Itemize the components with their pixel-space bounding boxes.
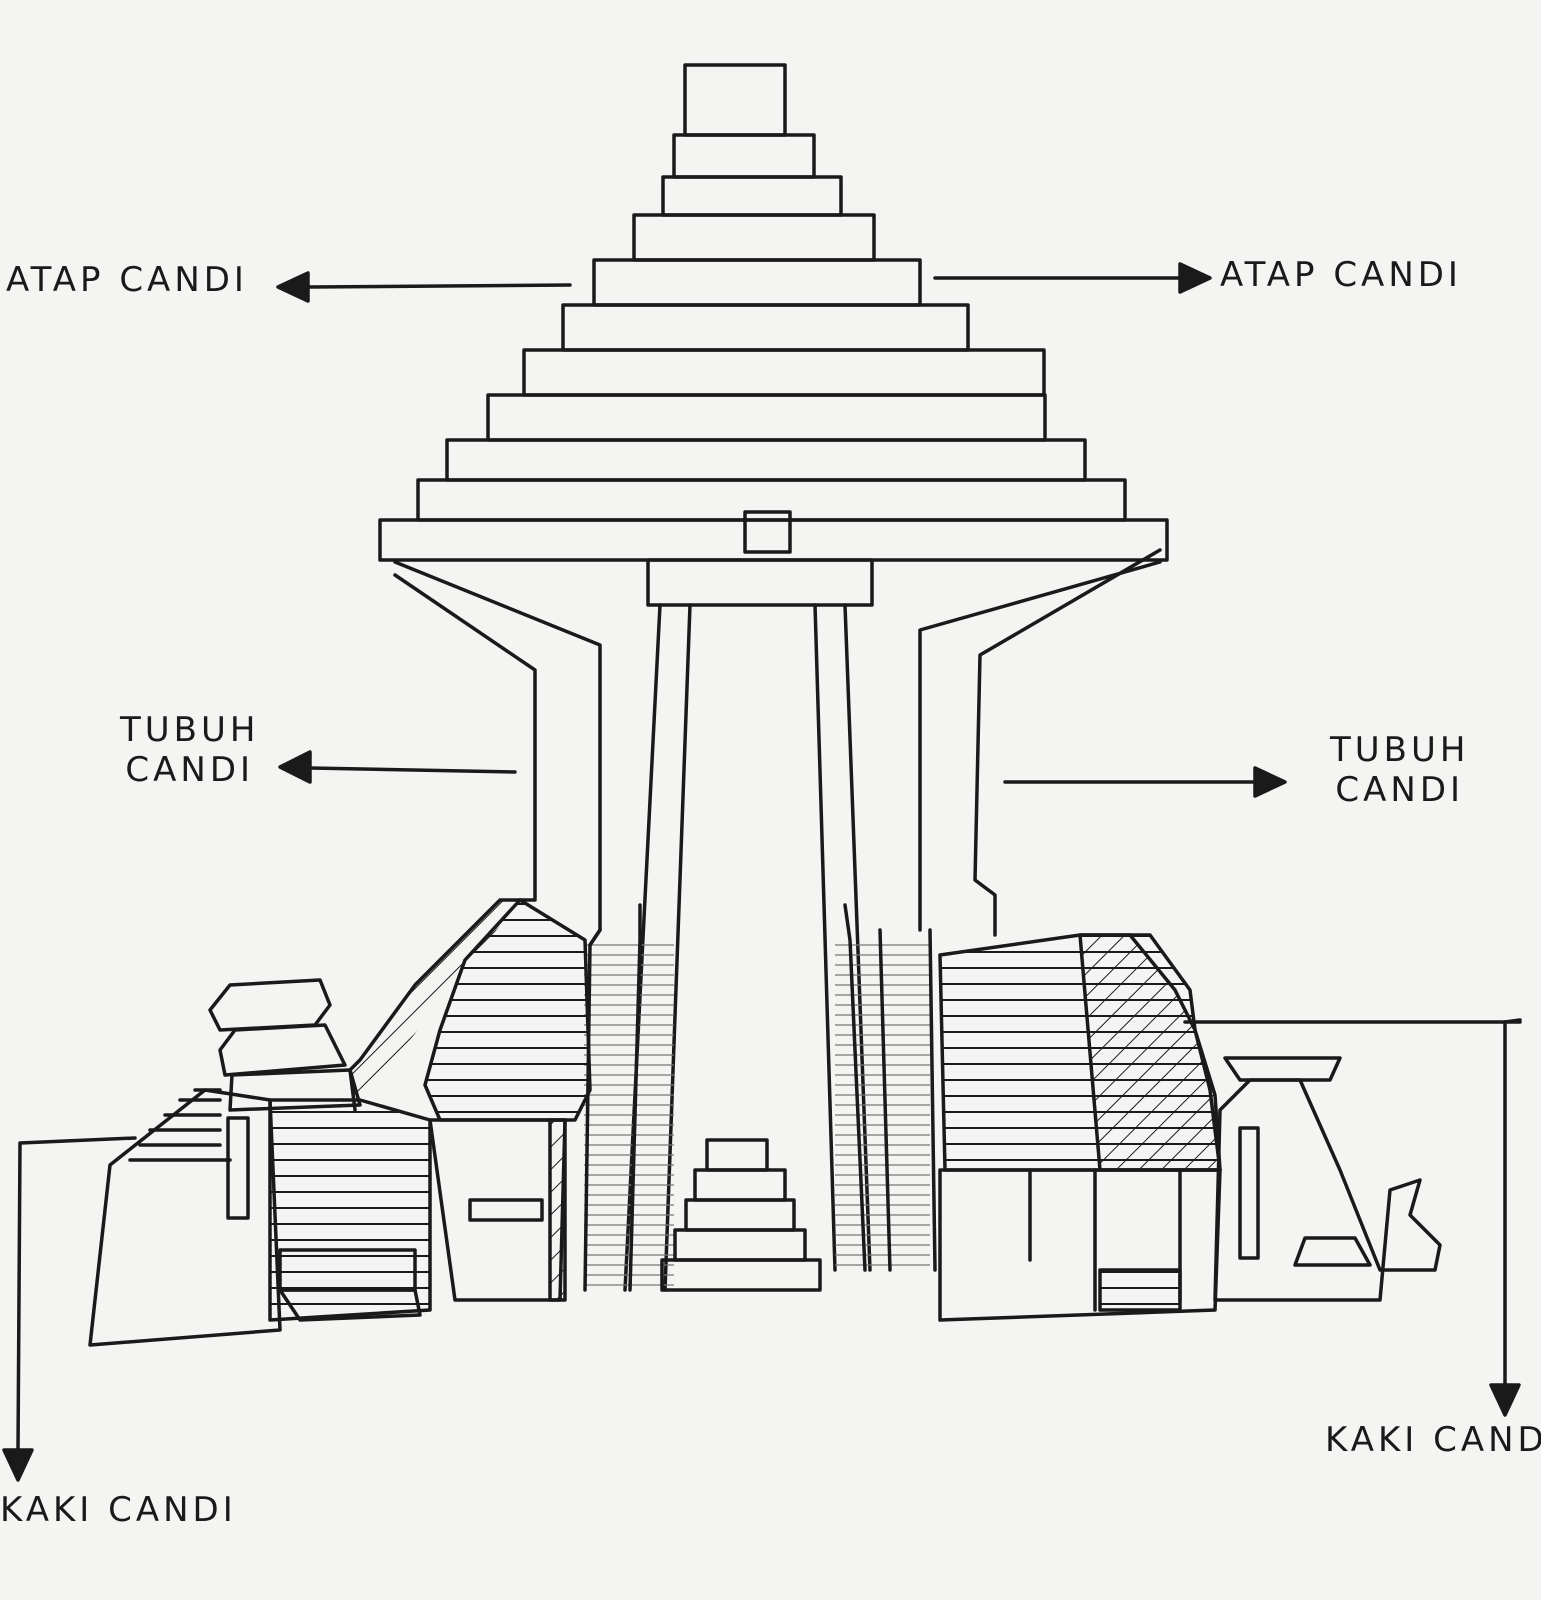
label-tubuh-candi-left: TUBUH CANDI (120, 710, 259, 790)
label-tubuh-right-line1: TUBUH (1330, 730, 1470, 770)
arrow-body-right (1003, 766, 1287, 798)
inner-shrine (660, 1138, 822, 1292)
arrow-foot-left (2, 1136, 137, 1482)
label-atap-candi-right: ATAP CANDI (1220, 255, 1462, 295)
label-kaki-candi-right: KAKI CANDI (1325, 1420, 1541, 1460)
roof-arms (393, 548, 1162, 947)
arrow-roof-left (276, 271, 572, 303)
label-tubuh-right-line2: CANDI (1335, 770, 1465, 810)
arrow-foot-right (1489, 1018, 1522, 1417)
label-tubuh-candi-right: TUBUH CANDI (1330, 730, 1469, 810)
arrow-roof-right (933, 262, 1212, 294)
label-tubuh-left-line1: TUBUH (120, 710, 260, 750)
right-foot (938, 933, 1522, 1322)
arrow-body-left (278, 750, 517, 784)
label-atap-candi-left: ATAP CANDI (6, 260, 248, 300)
label-kaki-candi-left: KAKI CANDI (0, 1490, 237, 1530)
label-tubuh-left-line2: CANDI (125, 750, 255, 790)
left-foot (88, 898, 592, 1347)
annotation-arrows (2, 262, 1522, 1482)
roof-tiers (378, 63, 1169, 562)
temple-body (583, 558, 937, 1292)
